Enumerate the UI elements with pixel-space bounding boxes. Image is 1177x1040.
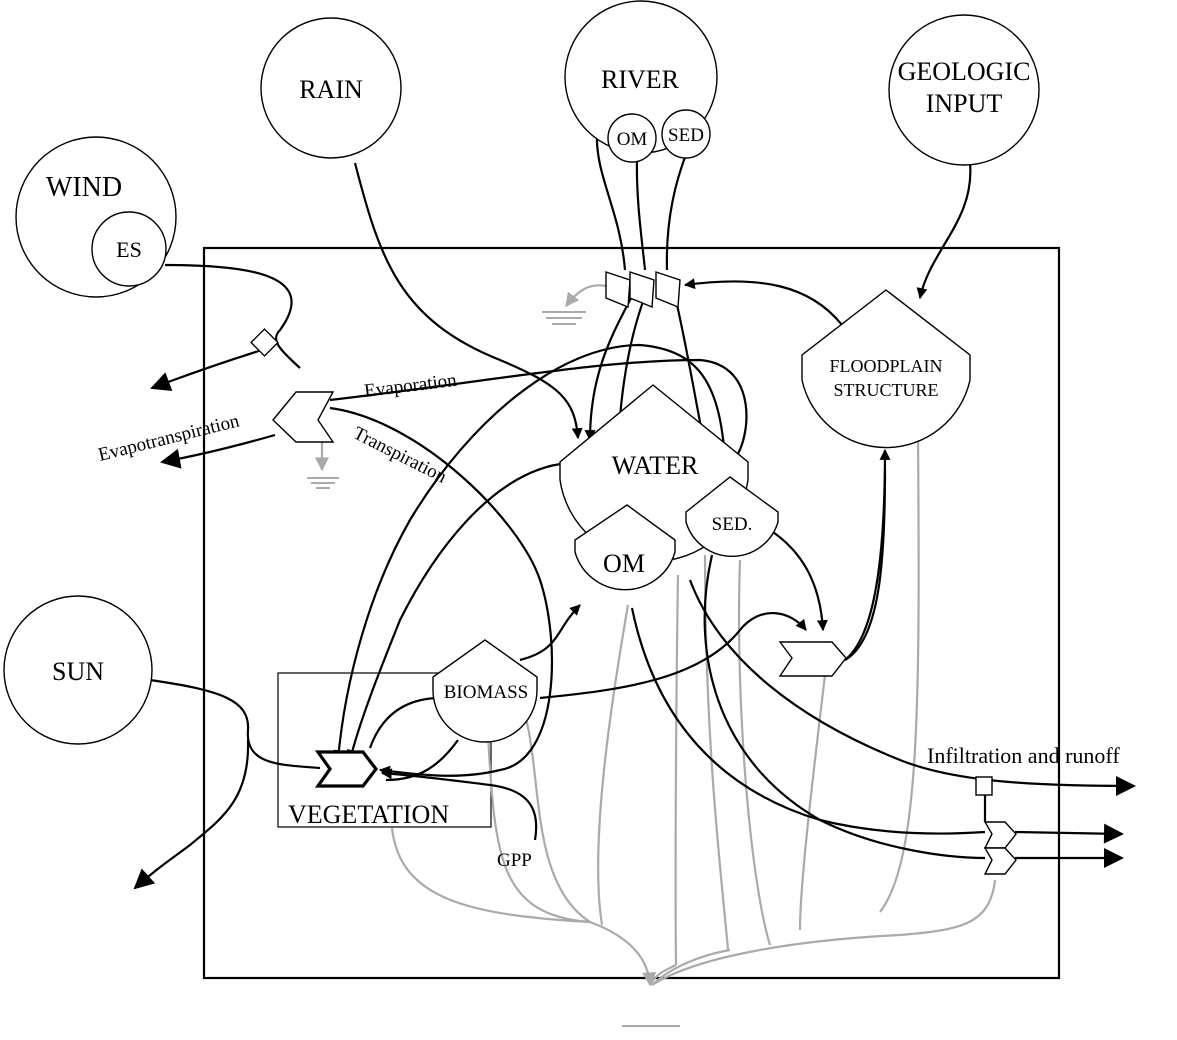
om-label: OM bbox=[603, 549, 645, 578]
source-wind: WIND ES bbox=[15, 136, 177, 298]
storage-om: OM bbox=[574, 504, 676, 591]
floodplain-label-line1: FLOODPLAIN bbox=[829, 356, 942, 376]
gpp-production-workgate bbox=[314, 750, 379, 788]
geologic-label-line1: GEOLOGIC bbox=[898, 57, 1031, 86]
floodplain-deposition-workgate bbox=[778, 641, 847, 677]
evapotranspiration-label: Evapotranspiration bbox=[96, 410, 242, 465]
infiltration-runoff-label: Infiltration and runoff bbox=[927, 743, 1120, 768]
source-river-label: RIVER bbox=[601, 65, 680, 94]
river-interaction-workgates bbox=[605, 271, 681, 309]
geologic-label-line2: INPUT bbox=[926, 89, 1003, 118]
source-rain-label: RAIN bbox=[299, 75, 363, 104]
floodplain-label-line2: STRUCTURE bbox=[833, 380, 938, 400]
ground-symbol-river-inflow bbox=[542, 311, 586, 325]
material-flows bbox=[133, 132, 1136, 890]
source-sun: SUN bbox=[3, 595, 153, 745]
wind-control-switch bbox=[250, 328, 279, 357]
vegetation-label: VEGETATION bbox=[288, 800, 449, 829]
gpp-label: GPP bbox=[497, 850, 532, 871]
ground-symbol-evapotranspiration bbox=[307, 477, 339, 489]
system-boundary bbox=[202, 246, 1061, 980]
vegetation-boundary bbox=[277, 672, 492, 828]
source-sun-label: SUN bbox=[52, 657, 104, 686]
source-geologic-input: GEOLOGIC INPUT bbox=[888, 14, 1040, 166]
river-sed-label: SED bbox=[668, 125, 704, 146]
storage-sed: SED. bbox=[685, 476, 779, 557]
infiltration-workgates bbox=[975, 776, 1017, 875]
wind-es-label: ES bbox=[116, 237, 142, 262]
sed-label: SED. bbox=[712, 514, 753, 535]
source-river: RIVER OM SED bbox=[564, 0, 718, 163]
water-label: WATER bbox=[612, 451, 699, 480]
evapotranspiration-workgate bbox=[272, 391, 335, 443]
biomass-label: BIOMASS bbox=[444, 682, 528, 703]
storage-biomass: BIOMASS bbox=[432, 639, 538, 743]
storage-floodplain-structure: FLOODPLAIN STRUCTURE bbox=[801, 289, 971, 449]
river-om-label: OM bbox=[617, 129, 648, 150]
evaporation-label: Evaporation bbox=[363, 370, 458, 402]
source-wind-label: WIND bbox=[46, 172, 122, 203]
source-rain: RAIN bbox=[260, 17, 402, 159]
